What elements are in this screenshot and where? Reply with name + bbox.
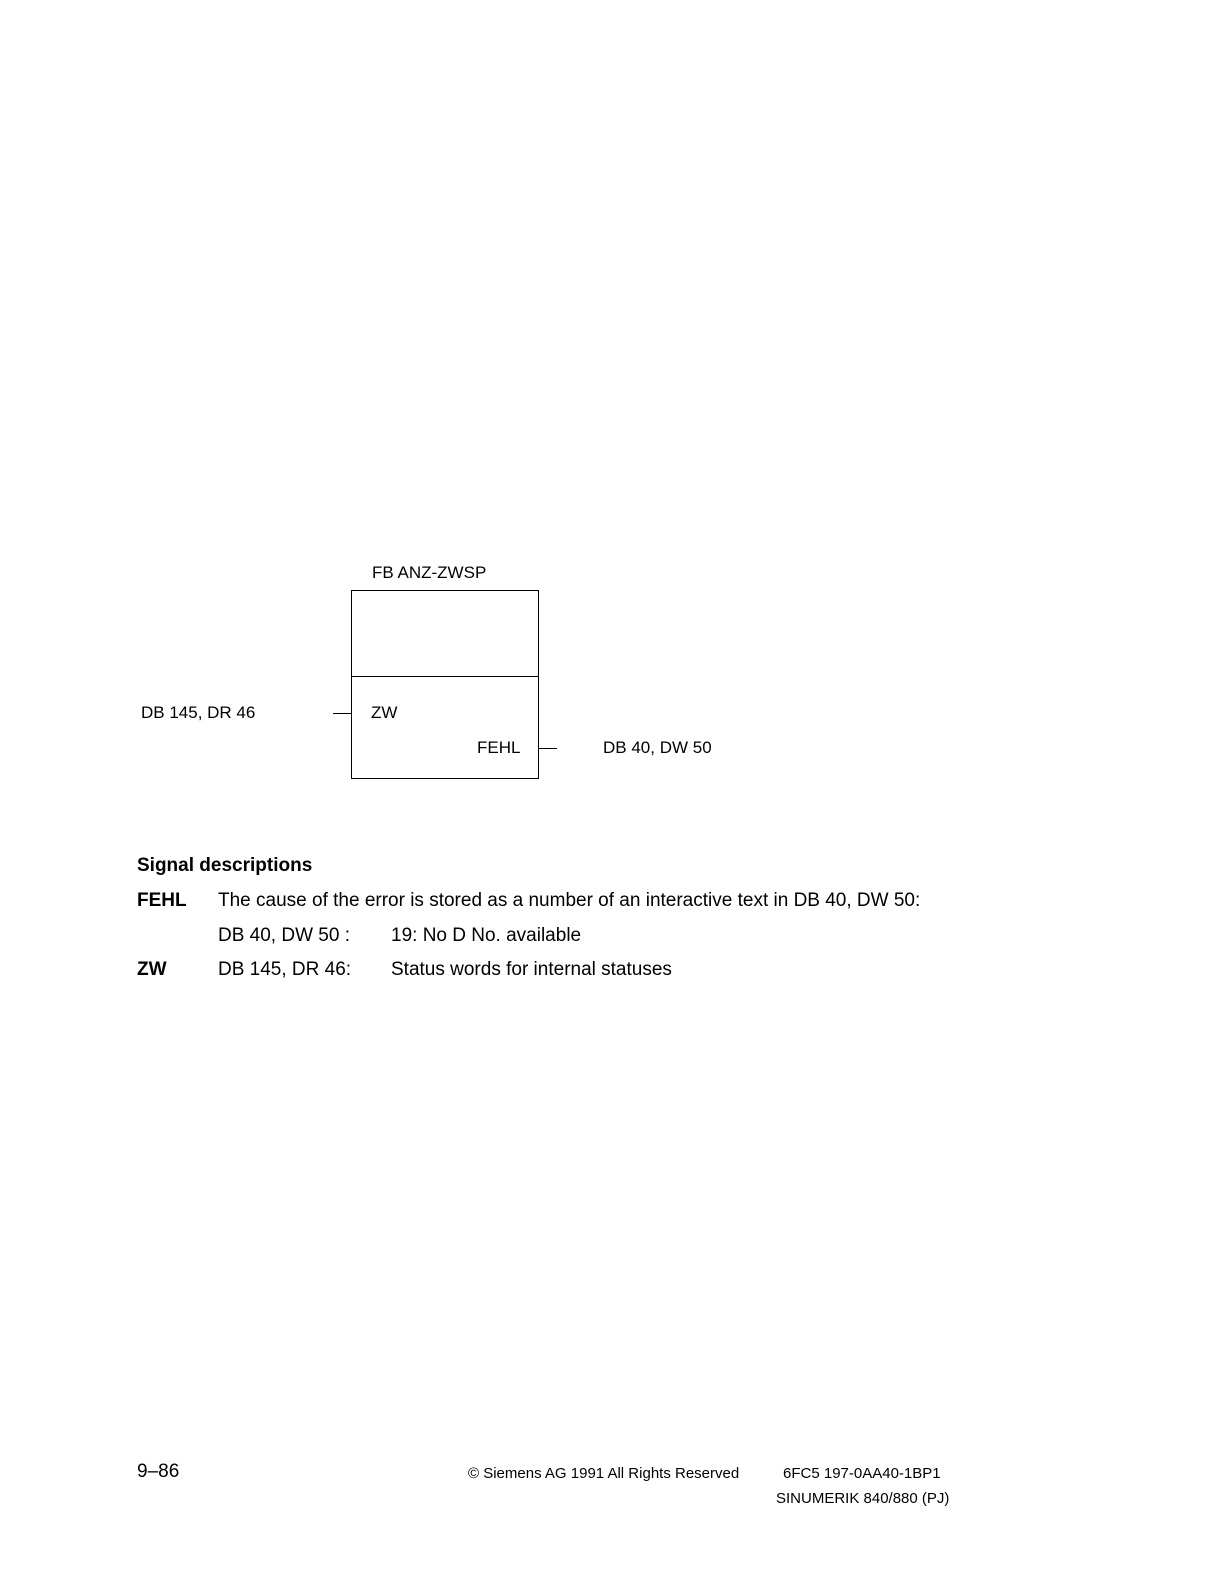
zw-value: Status words for internal statuses bbox=[391, 959, 672, 980]
product-name: SINUMERIK 840/880 (PJ) bbox=[776, 1490, 950, 1507]
block-title: FB ANZ-ZWSP bbox=[372, 563, 487, 582]
zw-term: ZW bbox=[137, 959, 167, 980]
output-wire bbox=[539, 748, 557, 749]
output-signal-label: DB 40, DW 50 bbox=[603, 738, 712, 757]
section-heading: Signal descriptions bbox=[137, 855, 313, 876]
page-number: 9–86 bbox=[137, 1461, 180, 1482]
output-pin-label: FEHL bbox=[477, 738, 521, 757]
input-signal-label: DB 145, DR 46 bbox=[141, 703, 256, 722]
zw-address: DB 145, DR 46: bbox=[218, 959, 352, 980]
fehl-description: The cause of the error is stored as a nu… bbox=[218, 890, 921, 911]
function-block-box bbox=[351, 590, 539, 779]
input-pin-label: ZW bbox=[371, 703, 398, 722]
order-number: 6FC5 197-0AA40-1BP1 bbox=[783, 1465, 941, 1482]
block-divider bbox=[352, 676, 538, 677]
fehl-term: FEHL bbox=[137, 890, 187, 911]
fehl-address: DB 40, DW 50 : bbox=[218, 925, 350, 946]
input-wire bbox=[333, 713, 351, 714]
fehl-value: 19: No D No. available bbox=[391, 925, 582, 946]
copyright-notice: © Siemens AG 1991 All Rights Reserved bbox=[468, 1465, 740, 1482]
